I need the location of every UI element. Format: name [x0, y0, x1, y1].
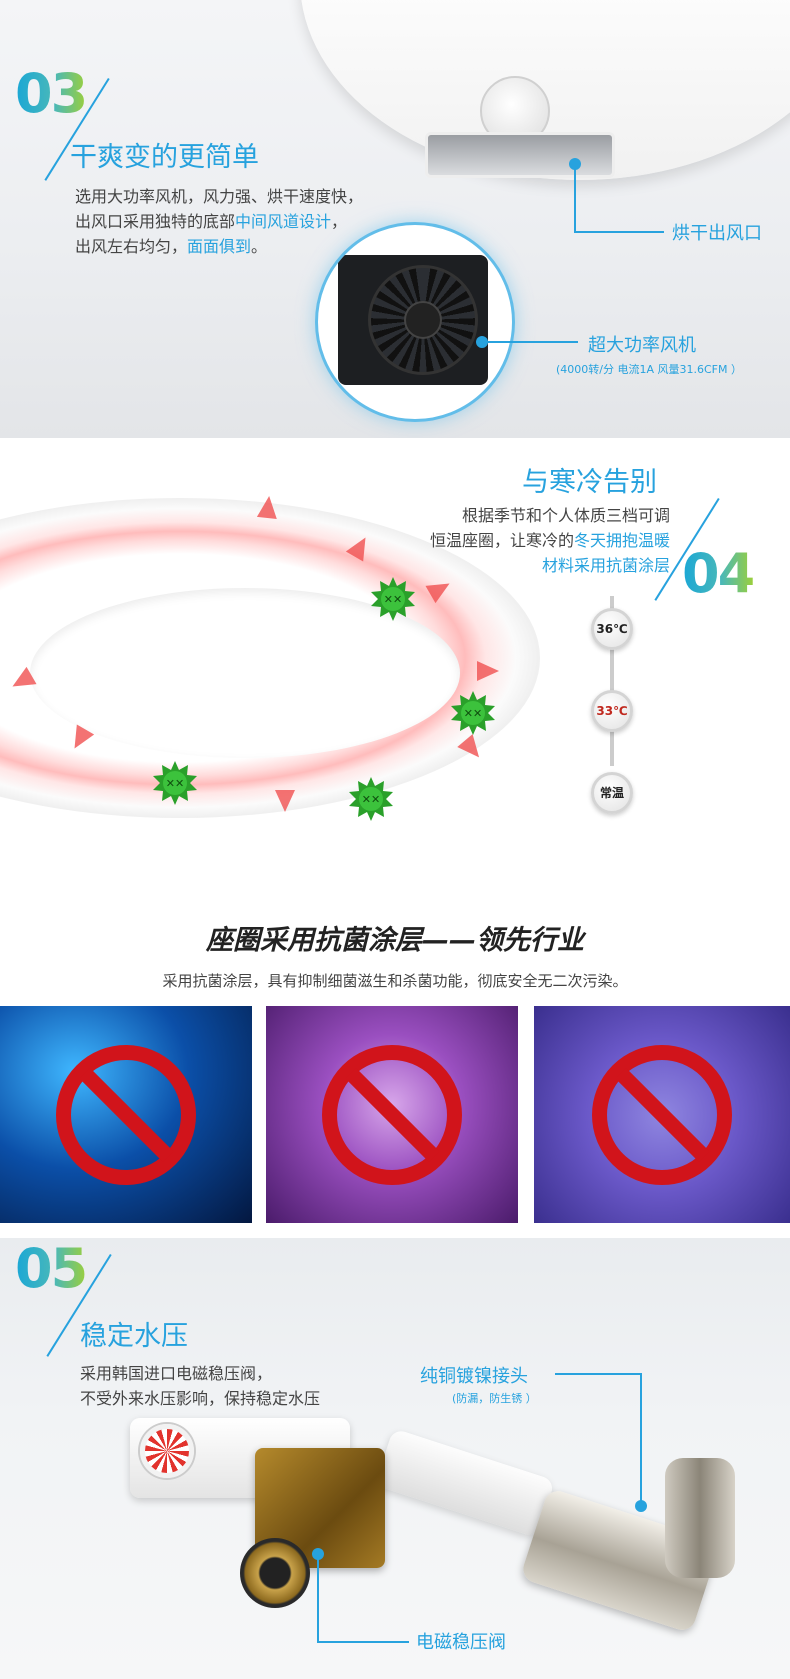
callout-line — [574, 231, 664, 233]
temperature-track — [610, 596, 614, 766]
section-dryer: 03 干爽变的更简单 选用大功率风机，风力强、烘干速度快， 出风口采用独特的底部… — [0, 0, 790, 438]
callout-dot — [476, 336, 488, 348]
prohibited-icon — [592, 1045, 732, 1185]
highlight-text: 中间风道设计 — [235, 212, 332, 231]
fan-hub — [404, 301, 442, 339]
svg-text:✕✕: ✕✕ — [166, 777, 184, 790]
svg-text:✕✕: ✕✕ — [384, 593, 402, 606]
callout-joint-sub: (防漏，防生锈 ） — [452, 1392, 537, 1405]
callout-line — [317, 1641, 409, 1643]
callout-valve-label: 电磁稳压阀 — [416, 1632, 506, 1653]
temp-level-high: 36℃ — [591, 608, 633, 650]
germ-icon: ✕✕ — [450, 690, 496, 736]
svg-text:✕✕: ✕✕ — [464, 707, 482, 720]
antibacterial-subtitle: 采用抗菌涂层，具有抑制细菌滋生和杀菌功能，彻底安全无二次污染。 — [162, 972, 628, 990]
highlight-text: 面面俱到 — [187, 237, 252, 256]
air-outlet-image — [425, 132, 615, 178]
callout-line — [555, 1373, 641, 1375]
desc-line: 采用韩国进口电磁稳压阀， — [80, 1364, 273, 1383]
section-heated-seat: ✕✕ ✕✕ ✕✕ ✕✕ 与寒冷告别 根据季节和个人体质三档可调 恒温座圈，让寒冷… — [0, 438, 790, 878]
section-title: 与寒冷告别 — [522, 467, 657, 498]
section-number: 04 — [682, 542, 755, 605]
desc-line: 出风左右均匀，面面俱到。 — [75, 237, 268, 256]
bacteria-image-spores — [266, 1006, 518, 1223]
svg-text:✕✕: ✕✕ — [362, 793, 380, 806]
section-description: 采用韩国进口电磁稳压阀， 不受外来水压影响，保持稳定水压 — [80, 1361, 320, 1411]
section-number: 05 — [15, 1238, 88, 1300]
callout-joint-label: 纯铜镀镍接头 — [420, 1366, 528, 1387]
nickel-elbow-image — [665, 1458, 735, 1578]
antibacterial-title: 座圈采用抗菌涂层——领先行业 — [206, 925, 584, 956]
section-antibacterial: 座圈采用抗菌涂层——领先行业 采用抗菌涂层，具有抑制细菌滋生和杀菌功能，彻底安全… — [0, 878, 790, 1223]
section-title: 干爽变的更简单 — [70, 142, 259, 173]
prohibited-icon — [56, 1045, 196, 1185]
desc-line: 出风口采用独特的底部中间风道设计， — [75, 212, 348, 231]
callout-line — [317, 1554, 319, 1642]
callout-line — [574, 164, 576, 232]
solenoid-port-image — [240, 1538, 310, 1608]
bacteria-image-rods — [0, 1006, 252, 1223]
valve-filter-image — [140, 1424, 194, 1478]
desc-line: 材料采用抗菌涂层 — [541, 556, 670, 575]
callout-dot — [635, 1500, 647, 1512]
heat-arrow — [275, 790, 295, 812]
heat-arrow — [256, 495, 280, 519]
section-water-pressure: 05 稳定水压 采用韩国进口电磁稳压阀， 不受外来水压影响，保持稳定水压 纯铜镀… — [0, 1238, 790, 1679]
callout-outlet-label: 烘干出风口 — [672, 223, 762, 244]
germ-icon: ✕✕ — [152, 760, 198, 806]
desc-line: 恒温座圈，让寒冷的冬天拥抱温暖 — [429, 531, 670, 550]
germ-icon: ✕✕ — [370, 576, 416, 622]
section-description: 选用大功率风机，风力强、烘干速度快， 出风口采用独特的底部中间风道设计， 出风左… — [75, 184, 363, 259]
desc-line: 选用大功率风机，风力强、烘干速度快， — [75, 187, 364, 206]
callout-line — [486, 341, 578, 343]
fan-image — [315, 222, 515, 422]
section-title: 稳定水压 — [80, 1321, 188, 1352]
desc-line: 不受外来水压影响，保持稳定水压 — [80, 1389, 321, 1408]
heat-arrow — [477, 661, 499, 681]
callout-line — [640, 1373, 642, 1503]
germ-icon: ✕✕ — [348, 776, 394, 822]
section-description: 根据季节和个人体质三档可调 恒温座圈，让寒冷的冬天拥抱温暖 材料采用抗菌涂层 — [430, 503, 670, 578]
callout-fan-label: 超大功率风机 — [588, 335, 696, 356]
pipe-image — [374, 1428, 556, 1538]
section-number: 03 — [15, 62, 88, 125]
bacteria-image-culture — [534, 1006, 790, 1223]
temp-level-mid: 33℃ — [591, 690, 633, 732]
highlight-text: 冬天拥抱温暖 — [573, 531, 670, 550]
seat-opening — [30, 588, 460, 758]
prohibited-icon — [322, 1045, 462, 1185]
desc-line: 根据季节和个人体质三档可调 — [461, 506, 670, 525]
temp-level-normal: 常温 — [591, 772, 633, 814]
callout-fan-spec: (4000转/分 电流1A 风量31.6CFM ） — [556, 363, 742, 376]
